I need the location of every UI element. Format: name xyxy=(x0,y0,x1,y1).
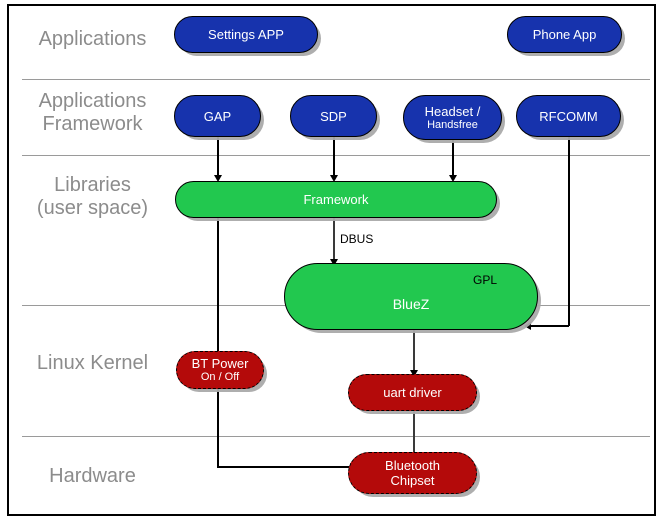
node-bluez[interactable]: BlueZ GPL xyxy=(284,263,538,330)
node-bt-power[interactable]: BT Power On / Off xyxy=(176,351,264,389)
node-rfcomm-label: RFCOMM xyxy=(539,108,598,124)
node-headset-handsfree-label-line2: Handsfree xyxy=(427,118,478,131)
edge-rfcomm-bluez-horizontal xyxy=(530,325,569,327)
layer-label-hardware: Hardware xyxy=(49,465,136,487)
node-bluez-gpl-badge: GPL xyxy=(472,273,497,287)
node-bt-power-label-line2: On / Off xyxy=(200,371,240,383)
layer-label-libraries: Libraries (user space) xyxy=(36,174,149,219)
node-settings-app[interactable]: Settings APP xyxy=(174,16,318,53)
node-phone-app-label: Phone App xyxy=(532,27,597,42)
divider-applications xyxy=(22,79,650,80)
edge-framework-bluez-line xyxy=(333,218,335,261)
edge-gap-framework-arrow xyxy=(214,175,222,182)
node-bluetooth-chipset-label-line2: Chipset xyxy=(390,473,435,488)
node-sdp-label: SDP xyxy=(320,108,347,124)
node-settings-app-label: Settings APP xyxy=(208,27,284,42)
edge-sdp-framework-line xyxy=(333,137,335,177)
node-bluetooth-chipset[interactable]: Bluetooth Chipset xyxy=(348,452,477,494)
node-bluez-label: BlueZ xyxy=(392,295,430,312)
edge-rfcomm-bluez-arrow xyxy=(524,322,531,330)
edge-headset-framework-line xyxy=(452,140,454,177)
node-uart-driver-label: uart driver xyxy=(383,385,442,400)
node-bluetooth-chipset-label-line1: Bluetooth xyxy=(385,458,440,473)
node-framework[interactable]: Framework xyxy=(175,181,497,218)
node-phone-app[interactable]: Phone App xyxy=(507,16,622,53)
layer-label-applications: Applications xyxy=(38,28,147,50)
divider-linux-kernel xyxy=(22,436,650,437)
node-framework-label: Framework xyxy=(303,192,369,207)
divider-applications-framework xyxy=(22,155,650,156)
edge-sdp-framework-arrow xyxy=(330,175,338,182)
node-headset-handsfree[interactable]: Headset / Handsfree xyxy=(403,95,502,140)
edge-gap-framework-line xyxy=(217,137,219,177)
node-bt-power-label-line1: BT Power xyxy=(191,356,249,371)
edge-gap-chipset-horizontal xyxy=(217,466,352,468)
node-rfcomm[interactable]: RFCOMM xyxy=(516,95,621,137)
edge-uart-chipset-line xyxy=(413,410,415,455)
layer-label-linux-kernel: Linux Kernel xyxy=(36,352,149,374)
node-gap-label: GAP xyxy=(203,108,232,124)
edge-gap-chipset-vertical xyxy=(217,218,219,467)
edge-rfcomm-bluez-vertical xyxy=(568,137,570,326)
edge-headset-framework-arrow xyxy=(449,175,457,182)
node-gap[interactable]: GAP xyxy=(174,95,261,137)
edge-bluez-uart-line xyxy=(413,330,415,372)
edge-label-dbus: DBUS xyxy=(340,232,374,246)
layer-label-applications-framework: Applications Framework xyxy=(38,90,147,135)
node-sdp[interactable]: SDP xyxy=(290,95,377,137)
node-headset-handsfree-label-line1: Headset / xyxy=(424,103,481,119)
node-uart-driver[interactable]: uart driver xyxy=(348,374,477,411)
